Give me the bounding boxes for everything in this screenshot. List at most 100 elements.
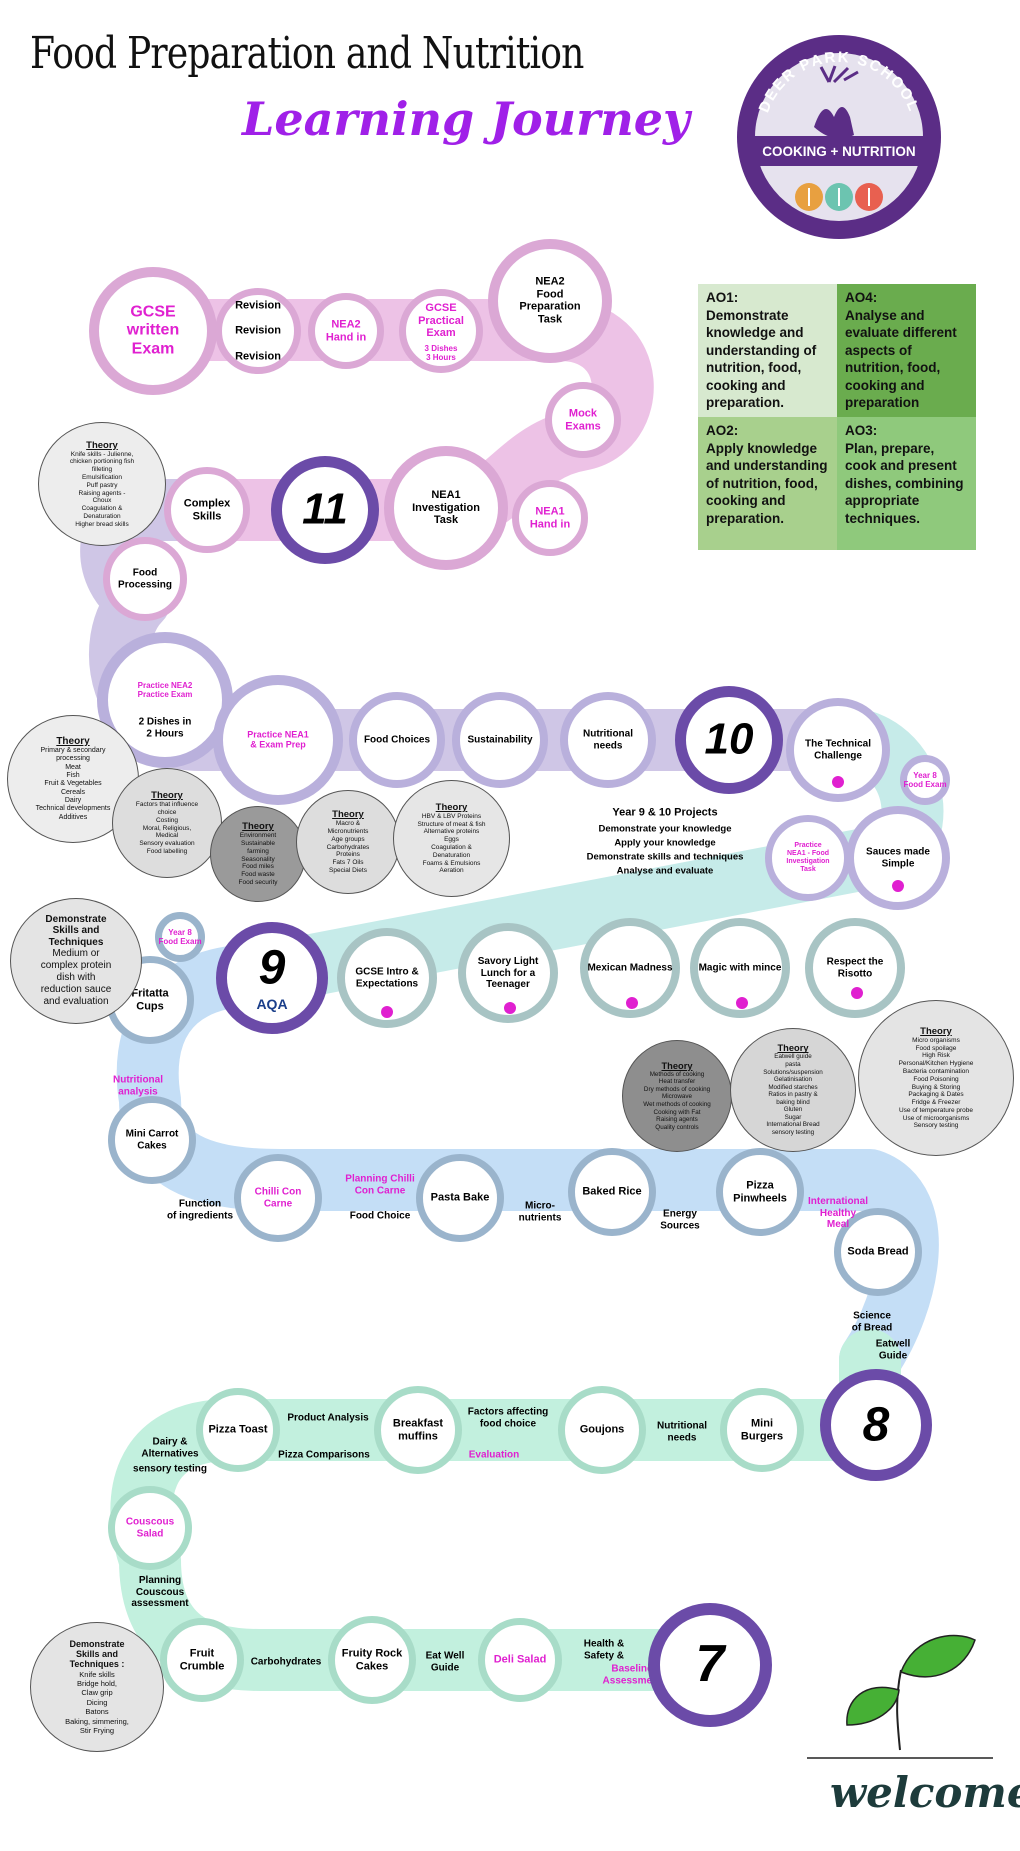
journey-node-deli-salad[interactable] [478,1618,562,1702]
theory-heading: Theory [56,735,90,747]
node-label: Baked Rice [582,1185,642,1198]
node-sublabel: 3 Dishes 3 Hours [424,343,458,362]
journey-node-nea2-hand-in[interactable] [308,293,384,369]
journey-node-couscous[interactable] [108,1486,192,1570]
node-label: Food Choices [363,734,431,746]
node-label: Respect the Risotto [826,956,884,980]
journey-node-complex-skills[interactable] [164,467,250,553]
journey-node-goujons[interactable] [558,1386,646,1474]
year-badge-number: 7 [695,1635,725,1694]
year-badge-number: 8 [862,1398,890,1452]
journey-node-nea1-hand-in[interactable] [512,480,588,556]
theory-body: HBV & LBV Proteins Structure of meat & f… [417,812,486,875]
ao-text: Demonstrate knowledge and understanding … [706,307,817,411]
journey-node-food-choices[interactable] [349,692,445,788]
progress-dot [381,1006,393,1018]
journey-node-practice-nea1[interactable] [213,675,343,805]
node-label: Magic with mince [698,962,782,974]
path-label-sensory-testing: sensory testing [133,1463,207,1475]
journey-node-sauces[interactable] [846,806,950,910]
theory-heading: Theory [242,821,274,833]
path-label-health-safety: Health & Safety & [583,1638,625,1662]
progress-dot [736,997,748,1009]
journey-node-nea1-task[interactable] [384,446,508,570]
path-label-projects-title: Year 9 & 10 Projects [612,806,718,819]
ao-code: AO3: [845,423,878,438]
journey-node-year8-exam-a[interactable] [155,912,205,962]
node-label: Pizza Toast [208,1423,268,1436]
theory-body: Factors that influence choice Costing Mo… [135,801,199,855]
node-label: Year 8 Food Exam [903,770,947,789]
node-label: Couscous Salad [125,1516,175,1540]
path-label-science-bread: Science of Bread [851,1310,893,1334]
node-label: Revision Revision Revision [235,299,281,362]
node-label: Deli Salad [493,1653,547,1666]
journey-node-gcse-practical[interactable] [399,289,483,373]
node-label: Pizza Pinwheels [733,1179,787,1204]
ao-cell-ao1: AO1:Demonstrate knowledge and understand… [698,284,837,417]
journey-node-risotto[interactable] [805,918,905,1018]
year-badge-7 [648,1603,772,1727]
path-label-eatwell-guide: Eatwell Guide [875,1338,911,1362]
journey-node-gcse-exam[interactable] [89,267,217,395]
journey-node-chilli[interactable] [234,1154,322,1242]
school-logo: DEER PARK SCHOOL COOKING + NUTRITION [737,35,941,239]
journey-node-pizza-toast[interactable] [196,1388,280,1472]
theory-heading: Theory [777,1043,809,1054]
journey-node-fruit-crumble[interactable] [160,1618,244,1702]
progress-dot [892,880,904,892]
ao-code: AO2: [706,423,739,438]
node-label: Chilli Con Carne [254,1186,302,1210]
path-label-dairy-alt: Dairy & Alternatives [141,1436,199,1460]
theory-heading: Theory [435,801,468,813]
theory-body: Environment Sustainable farming Seasonal… [238,832,278,886]
journey-node-nutritional-needs[interactable] [560,692,656,788]
progress-dot [626,997,638,1009]
project-line: Apply your knowledge [614,837,716,849]
node-label: Mini Carrot Cakes [125,1128,179,1152]
node-label: Fruity Rock Cakes [341,1647,403,1672]
year-badge-number: 11 [302,484,348,534]
journey-node-fruity-rock[interactable] [328,1616,416,1704]
journey-node-revision[interactable] [215,288,301,374]
demonstrate-bubble-y7: Demonstrate Skills and Techniques :Knife… [30,1622,164,1752]
journey-node-pizza-pinwheels[interactable] [716,1148,804,1236]
journey-node-practice-nea1-food[interactable] [765,815,851,901]
journey-node-pasta-bake[interactable] [416,1154,504,1242]
node-label: Practice NEA2 Practice Exam [137,680,193,699]
journey-node-mini-burgers[interactable] [720,1388,804,1472]
project-line: Analyse and evaluate [616,865,714,877]
theory-heading: Theory [920,1025,952,1037]
node-label: Practice NEA1 & Exam Prep [247,729,309,750]
journey-node-sustainability[interactable] [452,692,548,788]
journey-node-nea2-task[interactable] [488,239,612,363]
node-label: Mock Exams [565,407,601,432]
journey-node-mock-exams[interactable] [545,382,621,458]
journey-node-baked-rice[interactable] [568,1148,656,1236]
demonstrate-heading: Demonstrate Skills and Techniques [45,913,107,948]
path-label-micro-nutrients: Micro- nutrients [518,1200,562,1224]
theory-body: Methods of cooking Heat transfer Dry met… [643,1070,711,1131]
node-label: The Technical Challenge [805,738,871,762]
journey-node-year8-exam-b[interactable] [900,755,950,805]
node-label: NEA2 Hand in [325,318,367,343]
year-badge-11 [271,456,379,564]
year-badge-number: 10 [704,714,754,764]
journey-node-soda-bread[interactable] [834,1208,922,1296]
path-label-evaluation: Evaluation [468,1449,520,1461]
path-label-baseline: Baseline Assessment [602,1663,662,1687]
node-label: Goujons [579,1423,625,1436]
seedling-icon [807,1634,993,1759]
ao-text: Apply knowledge and understanding of nut… [706,440,828,526]
journey-node-breakfast-muffins[interactable] [374,1386,462,1474]
progress-dot [504,1002,516,1014]
svg-text:COOKING + NUTRITION: COOKING + NUTRITION [762,144,915,159]
journey-node-food-processing[interactable] [103,537,187,621]
journey-node-mini-carrot[interactable] [108,1096,196,1184]
year-badge-number: 9 [258,941,286,995]
